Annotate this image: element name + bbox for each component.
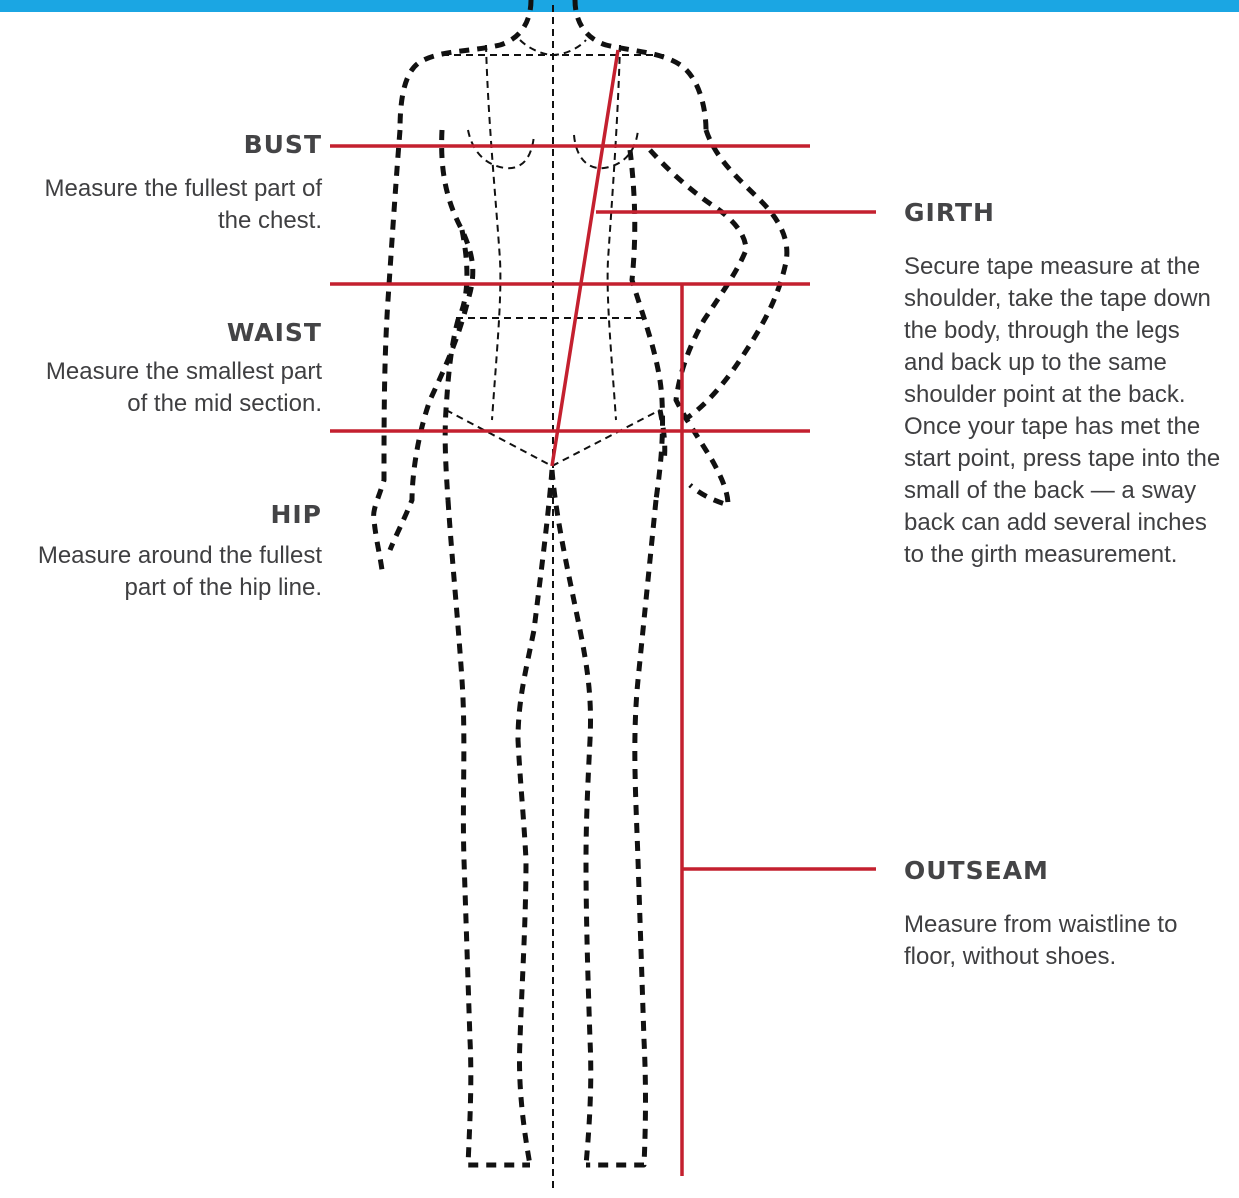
figure-right-leg-inner [552,470,591,1165]
girth-heading: GIRTH [904,198,1224,228]
figure-left-arm-outer [374,130,400,570]
waist-heading: WAIST [20,318,322,348]
waist-description: Measure the smallest part of the mid sec… [20,356,322,420]
girth-measure-line [552,50,618,466]
figure-torso-right [630,150,663,500]
figure-chest-left [468,130,534,168]
outseam-description: Measure from waistline to floor, without… [904,909,1226,973]
figure-left-leg-inner [518,470,552,1165]
hip-description: Measure around the fullest part of the h… [20,540,322,604]
outseam-heading: OUTSEAM [904,856,1224,886]
bust-heading: BUST [20,130,322,160]
figure-left-arm-inner [390,130,473,550]
figure-neck-right [575,0,706,130]
girth-description: Secure tape measure at the shoulder, tak… [904,251,1226,571]
hip-heading: HIP [20,500,322,530]
figure-right-leg-outer [586,500,656,1165]
figure-neck-left [400,0,531,130]
figure-princess-left [486,45,500,420]
bust-description: Measure the fullest part of the chest. [20,173,322,237]
